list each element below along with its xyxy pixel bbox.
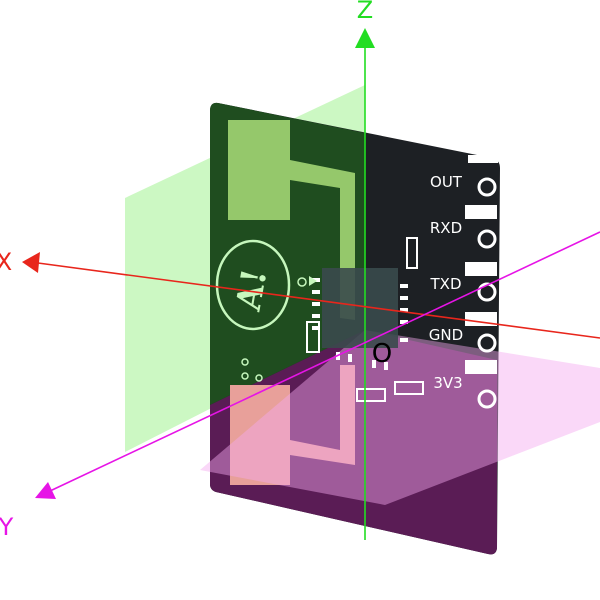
smd-components [306,237,424,402]
z-arrow-icon [355,28,375,48]
svg-text:A!: A! [229,266,276,315]
pin-header: OUT RXD TXD GND 3V3 [429,155,498,409]
vias [241,358,263,382]
x-axis-label: X [0,248,12,276]
pin-label-rxd: RXD [430,219,462,237]
x-arrow-icon [22,252,40,273]
pin-label-out: OUT [430,173,463,191]
pin-label-3v3: 3V3 [433,374,462,392]
logo: A! [215,239,291,331]
pin1-marker [309,276,317,286]
z-axis: Z [355,0,375,540]
y-axis-label: Y [0,513,14,541]
pin-label-gnd: GND [429,326,463,344]
y-arrow-icon [35,482,56,499]
x-axis: X [0,248,600,339]
origin-label: O [372,339,392,369]
xy-plane [200,330,600,505]
y-axis: Y [0,231,600,541]
z-axis-label: Z [357,0,373,24]
pin-label-txd: TXD [430,275,462,293]
